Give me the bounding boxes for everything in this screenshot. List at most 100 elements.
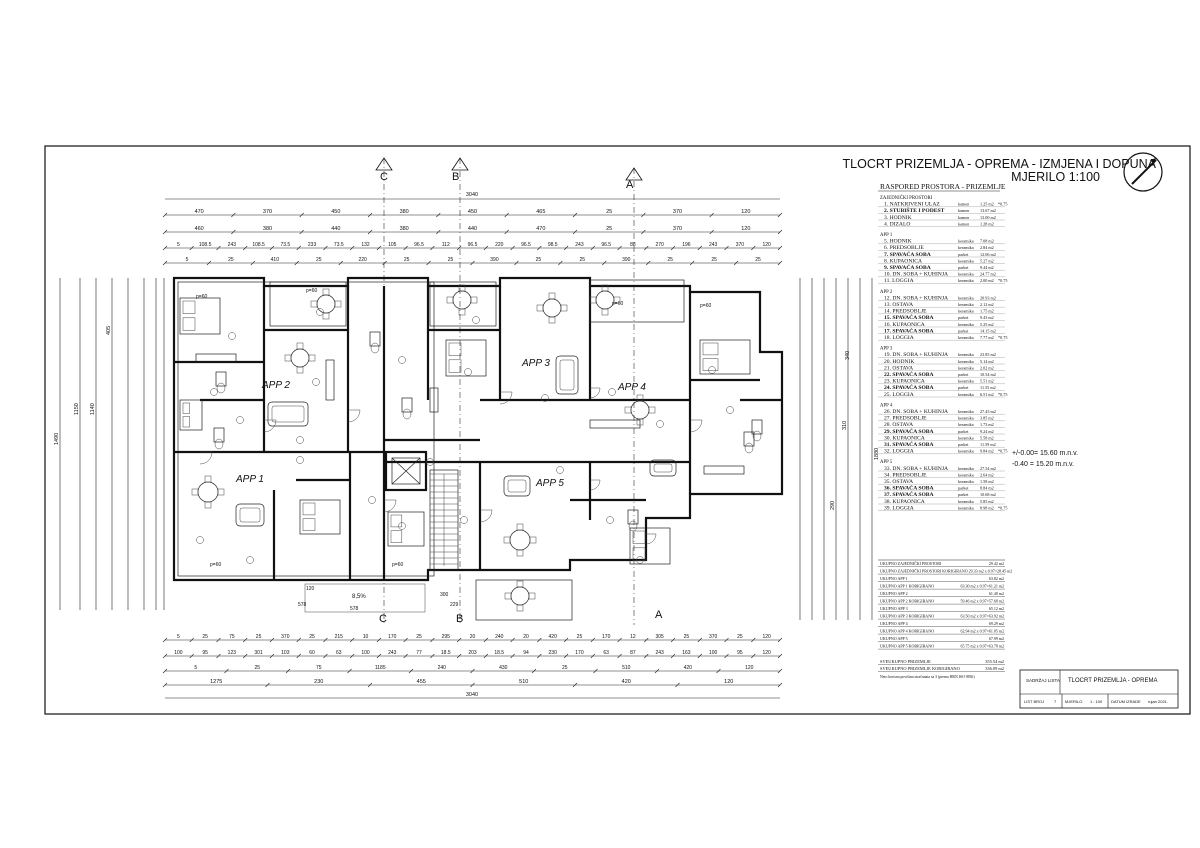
schedule-cell: 4. DIZALO (884, 221, 910, 227)
dimension-value: 20 (523, 634, 529, 640)
schedule-group-header: APP 2 (880, 290, 893, 295)
dimension-value: 25 (228, 257, 234, 263)
schedule-cell: 32. LOGGIA (884, 449, 914, 455)
dimension-value: 100 (709, 650, 718, 656)
schedule-cell: 11. LOGGIA (884, 278, 914, 284)
schedule-cell: 9.43 m2 (980, 315, 994, 320)
dimension-value: 305 (656, 634, 665, 640)
dimension-value: 100 (174, 650, 183, 656)
apartment-label-2: APP 2 (261, 380, 290, 391)
schedule-cell: parket (958, 372, 969, 377)
schedule-total-value: 62.94 m2 x 0.97=61.05 m2 (961, 629, 1004, 634)
schedule-cell: parket (958, 328, 969, 333)
title-block: SADRŽAJ LISTA TLOCRT PRIZEMLJA - OPREMA … (1019, 669, 1179, 709)
schedule-cell: 8. KUPAONICA (884, 258, 922, 264)
plan-title: TLOCRT PRIZEMLJA - OPREMA - IZMJENA I DO… (843, 157, 1157, 171)
schedule-cell: *0.75 (998, 335, 1007, 340)
schedule-cell: keramika (958, 322, 974, 327)
dimension-value: 470 (195, 209, 204, 215)
dimension-value: 196 (682, 242, 691, 248)
dimension-value: 220 (495, 242, 504, 248)
dimension-value: 243 (709, 242, 718, 248)
dimension-value: 510 (622, 665, 631, 671)
schedule-note: Neto korisna površina izračunata sa 3 (p… (880, 675, 975, 679)
schedule-total-value: 63.30 m2 x 0.97=61.21 m2 (961, 584, 1004, 589)
schedule-cell: 22. SPAVAĆA SOBA (884, 370, 934, 378)
schedule-cell: 1.28 m2 (980, 221, 994, 226)
dimension-left: 405 (106, 326, 112, 335)
dimension-value: 470 (536, 226, 545, 232)
sub-dimension: 578 (350, 606, 359, 612)
furniture-layer (179, 284, 763, 612)
dimension-value: 420 (684, 665, 693, 671)
schedule-cell: 9.84 m2 (980, 449, 994, 454)
schedule-group-header: APP 5 (880, 460, 893, 465)
dimension-value: 96.5 (601, 242, 611, 248)
dimension-value: 243 (575, 242, 584, 248)
schedule-cell: kamen (958, 221, 970, 226)
schedule-total-value: 59.46 m2 x 0.97=57.68 m2 (961, 599, 1004, 604)
schedule-cell: parket (958, 442, 969, 447)
sub-dimension: 300 (440, 592, 449, 598)
dimension-value: 243 (656, 650, 665, 656)
sheet-border (44, 145, 1191, 715)
schedule-cell: 7. SPAVAĆA SOBA (884, 250, 931, 258)
dimension-value: 243 (388, 650, 397, 656)
schedule-cell: 5.25 m2 (980, 322, 994, 327)
dimension-left: 1150 (74, 403, 80, 415)
schedule-cell: keramika (958, 245, 974, 250)
section-mark-c-bottom: C (379, 613, 387, 625)
schedule-cell: 5.27 m2 (980, 258, 994, 263)
schedule-cell: 10.68 m2 (980, 492, 996, 497)
dimension-value: 120 (762, 242, 771, 248)
apartment-label-1: APP 1 (235, 474, 264, 485)
dimension-value: 120 (745, 665, 754, 671)
dimension-value: 120 (741, 226, 750, 232)
schedule-cell: 18. LOGGIA (884, 335, 914, 341)
dimension-value: 25 (562, 665, 568, 671)
dimension-value: 18.5 (494, 650, 504, 656)
schedule-cell: keramika (958, 272, 974, 277)
schedule-cell: 12.06 m2 (980, 252, 996, 257)
schedule-group-header: APP 4 (880, 403, 893, 408)
schedule-cell: 11.59 m2 (980, 442, 996, 447)
dimension-value: 460 (195, 226, 204, 232)
dimension-value: 220 (359, 257, 368, 263)
dimension-value: 270 (656, 242, 665, 248)
schedule-cell: 24. SPAVAĆA SOBA (884, 383, 934, 391)
schedule-cell: 28. OSTAVA (884, 422, 913, 428)
schedule-group-header: APP 1 (880, 233, 893, 238)
apartment-label-5: APP 5 (535, 478, 564, 489)
dimension-value: 465 (536, 209, 545, 215)
schedule-cell: 9.44 m2 (980, 265, 994, 270)
schedule-cell: 34. PREDSOBLJE (884, 472, 927, 478)
schedule-total-label: UKUPNO APP 4 (880, 621, 908, 626)
dimension-value: 25 (256, 634, 262, 640)
dimension-value: 370 (263, 209, 272, 215)
dimension-value: 96.5 (521, 242, 531, 248)
dimension-value: 1185 (375, 665, 386, 671)
schedule-cell: 2.02 m2 (980, 365, 994, 370)
titleblock-sheet-label: LIST BROJ (1024, 699, 1044, 704)
schedule-cell: 9. SPAVAĆA SOBA (884, 263, 931, 271)
sub-dimension: p=60 (196, 294, 207, 300)
titleblock-date-label: DATUM IZRADE (1111, 699, 1141, 704)
schedule-group-header: ZAJEDNIČKI PROSTORI (880, 195, 933, 201)
dimension-value: 240 (438, 665, 447, 671)
section-mark-b-bottom: B (456, 613, 463, 625)
schedule-total-value: 65.75 m2 x 0.97=63.78 m2 (961, 644, 1004, 649)
apartment-label-3: APP 3 (521, 358, 550, 369)
schedule-cell: parket (958, 252, 969, 257)
schedule-cell: 1. NATKRIVENI ULAZ (884, 202, 940, 208)
dimension-value: 60 (309, 650, 315, 656)
schedule-cell: parket (958, 265, 969, 270)
dimension-value: 5 (177, 242, 180, 248)
dimension-value: 170 (575, 650, 584, 656)
schedule-cell: parket (958, 315, 969, 320)
schedule-cell: 27.54 m2 (980, 466, 996, 471)
section-mark-a-top: A (626, 179, 634, 191)
sub-dimension: p=60 (306, 288, 317, 294)
schedule-cell: 24.77 m2 (980, 272, 996, 277)
schedule-cell: 23.85 m2 (980, 352, 996, 357)
schedule-total-label: UKUPNO APP 3 (880, 606, 908, 611)
